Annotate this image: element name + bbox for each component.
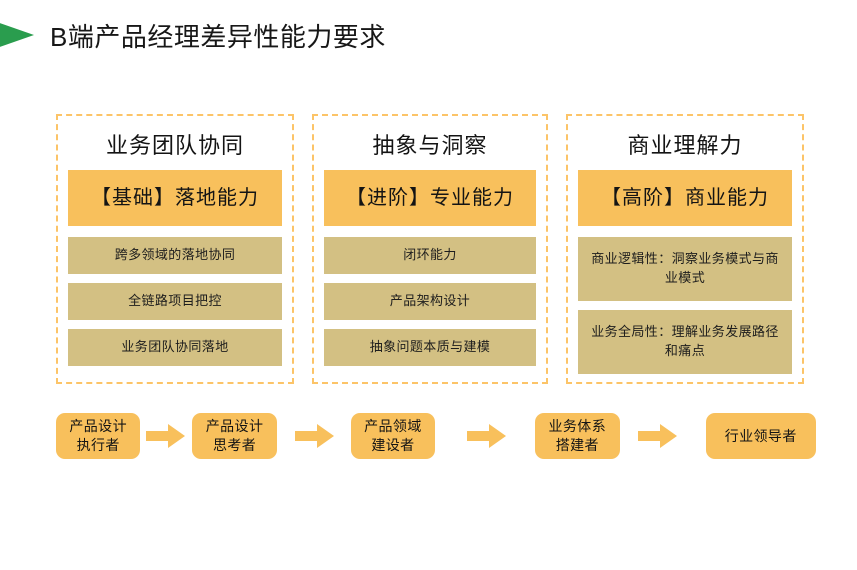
column-header: 业务团队协同	[105, 133, 244, 158]
flow-step-5: 行业领导者	[705, 413, 816, 459]
page-title: B端产品经理差异性能力要求	[50, 21, 386, 52]
page-title-row: B端产品经理差异性能力要求	[0, 12, 857, 58]
flow-step-3: 产品领域 建设者	[350, 413, 436, 459]
list-item: 业务团队协同落地	[68, 328, 282, 366]
column-header: 商业理解力	[627, 133, 743, 158]
list-item: 抽象问题本质与建模	[324, 328, 537, 366]
list-item: 跨多领域的落地协同	[68, 237, 282, 275]
column-item-list: 商业逻辑性：洞察业务模式与商业模式 业务全局性：理解业务发展路径和痛点	[578, 237, 793, 374]
right-arrow-icon	[632, 413, 684, 459]
right-arrow-icon	[289, 413, 341, 459]
flow-step-2: 产品设计 思考者	[192, 413, 277, 459]
capability-column-business-team: 业务团队协同 【基础】落地能力 跨多领域的落地协同 全链路项目把控 业务团队协同…	[56, 114, 294, 384]
column-capability-badge: 【进阶】专业能力	[324, 170, 537, 227]
list-item: 业务全局性：理解业务发展路径和痛点	[578, 309, 793, 374]
list-item: 产品架构设计	[324, 283, 537, 320]
flow-step-label-line2: 思考者	[212, 437, 257, 453]
capability-column-business-understanding: 商业理解力 【高阶】商业能力 商业逻辑性：洞察业务模式与商业模式 业务全局性：理…	[566, 114, 805, 384]
green-triangle-icon	[0, 13, 42, 57]
flow-step-label-line1: 行业领导者	[724, 427, 797, 444]
column-item-list: 跨多领域的落地协同 全链路项目把控 业务团队协同落地	[68, 237, 282, 366]
right-arrow-icon	[461, 413, 513, 459]
flow-step-label-line2: 执行者	[76, 437, 120, 453]
column-item-list: 闭环能力 产品架构设计 抽象问题本质与建模	[324, 237, 537, 366]
flow-step-label-line2: 建设者	[371, 437, 415, 453]
capability-column-abstraction-insight: 抽象与洞察 【进阶】专业能力 闭环能力 产品架构设计 抽象问题本质与建模	[312, 114, 549, 384]
column-header: 抽象与洞察	[372, 133, 488, 158]
column-capability-badge: 【基础】落地能力	[68, 170, 282, 227]
flow-step-label-line1: 产品设计	[69, 418, 127, 435]
flow-step-label-line1: 产品领域	[364, 418, 422, 435]
list-item: 商业逻辑性：洞察业务模式与商业模式	[578, 237, 793, 301]
flow-step-label-line2: 搭建者	[555, 437, 599, 453]
flow-step-label-line1: 产品设计	[205, 418, 264, 435]
capability-columns: 业务团队协同 【基础】落地能力 跨多领域的落地协同 全链路项目把控 业务团队协同…	[56, 114, 805, 384]
career-path-flow: 产品设计 执行者 产品设计 思考者 产品领域 建设者	[56, 410, 816, 462]
column-capability-badge: 【高阶】商业能力	[578, 170, 793, 227]
flow-step-label-line1: 业务体系	[548, 418, 607, 435]
flow-step-4: 业务体系 搭建者	[535, 413, 620, 459]
right-arrow-icon	[140, 413, 192, 459]
list-item: 闭环能力	[324, 237, 537, 275]
list-item: 全链路项目把控	[68, 283, 282, 320]
flow-step-1: 产品设计 执行者	[56, 413, 141, 459]
